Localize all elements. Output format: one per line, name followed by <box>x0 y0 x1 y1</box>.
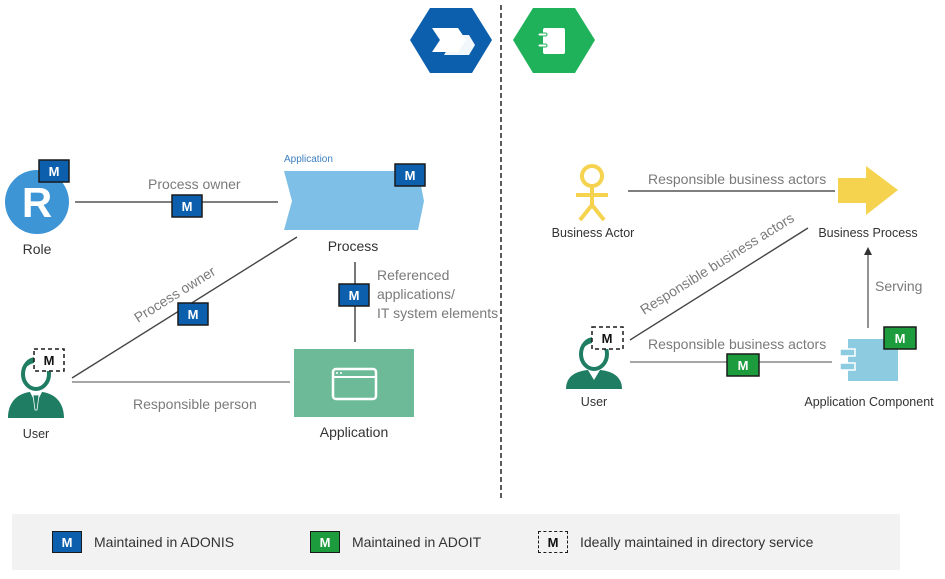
svg-text:M: M <box>349 288 360 303</box>
edge-user-process-badge: M <box>177 302 209 326</box>
edge-user-component-badge: M <box>726 353 760 377</box>
application-label: Application <box>320 424 389 440</box>
legend-text-directory: Ideally maintained in directory service <box>580 534 814 550</box>
adonis-logo <box>410 8 492 73</box>
legend-badge-directory: M <box>538 531 568 553</box>
stick-figure-icon <box>576 164 608 222</box>
edge-process-application-badge: M <box>338 283 370 307</box>
legend-item-adonis: M Maintained in ADONIS <box>52 531 234 553</box>
process-badge: M <box>394 163 426 187</box>
edge-user-component-label: Responsible business actors <box>648 336 826 352</box>
edge-component-process-label: Serving <box>875 278 922 294</box>
legend-text-adoit: Maintained in ADOIT <box>352 534 482 550</box>
role-glyph: R <box>22 179 52 226</box>
process-tag: Application <box>284 154 333 165</box>
svg-text:M: M <box>44 353 55 368</box>
role-node[interactable]: R M Role <box>5 159 70 257</box>
left-user-node[interactable]: M User <box>8 348 65 441</box>
svg-text:M: M <box>182 199 193 214</box>
svg-text:M: M <box>188 307 199 322</box>
legend: M Maintained in ADONIS M Maintained in A… <box>12 514 900 570</box>
role-badge: M <box>38 159 70 183</box>
edge-process-application-label-1: Referenced <box>377 267 449 283</box>
svg-text:M: M <box>405 168 416 183</box>
edge-user-application-label: Responsible person <box>133 396 257 412</box>
legend-item-directory: M Ideally maintained in directory servic… <box>538 531 813 553</box>
edge-process-application-label-3: IT system elements <box>377 305 498 321</box>
edge-actor-process-label: Responsible business actors <box>648 171 826 187</box>
business-process-label: Business Process <box>818 226 917 240</box>
business-process-arrow <box>838 166 898 215</box>
right-user-node[interactable]: M User <box>566 326 624 409</box>
notebook-icon <box>537 28 565 54</box>
business-process-node[interactable]: Business Process <box>818 166 918 240</box>
legend-item-adoit: M Maintained in ADOIT <box>310 531 481 553</box>
role-circle <box>5 170 69 234</box>
application-node[interactable]: Application <box>294 349 414 440</box>
arrowhead-icon <box>864 247 872 255</box>
legend-text-adonis: Maintained in ADONIS <box>94 534 235 550</box>
application-component-label: Application Component <box>804 395 934 409</box>
adoit-logo <box>513 8 595 73</box>
double-chevron-right-icon <box>432 28 475 55</box>
business-actor-label: Business Actor <box>552 226 635 240</box>
application-component-node[interactable]: M Application Component <box>804 326 934 409</box>
left-user-badge: M <box>33 348 65 372</box>
role-label: Role <box>23 241 52 257</box>
svg-text:M: M <box>602 331 613 346</box>
edge-role-process-badge: M <box>171 194 203 218</box>
edge-role-process-label: Process owner <box>148 176 241 192</box>
right-user-label: User <box>581 395 607 409</box>
right-user-badge: M <box>591 326 624 350</box>
process-label: Process <box>328 238 379 254</box>
legend-badge-adoit: M <box>310 531 340 553</box>
browser-window-icon <box>331 367 378 401</box>
left-user-label: User <box>23 427 49 441</box>
svg-text:M: M <box>738 358 749 373</box>
business-actor-node[interactable]: Business Actor <box>552 164 635 240</box>
svg-text:M: M <box>49 164 60 179</box>
process-node[interactable]: Application M Process <box>284 154 426 254</box>
edge-user-process-right <box>629 227 809 341</box>
process-chevron-shape <box>284 171 424 230</box>
edge-user-process-right-label: Responsible business actors <box>637 210 797 318</box>
legend-badge-adonis: M <box>52 531 82 553</box>
application-box <box>294 349 414 417</box>
svg-text:M: M <box>895 331 906 346</box>
edge-process-application-label-2: applications/ <box>377 286 455 302</box>
application-component-badge: M <box>883 326 917 350</box>
